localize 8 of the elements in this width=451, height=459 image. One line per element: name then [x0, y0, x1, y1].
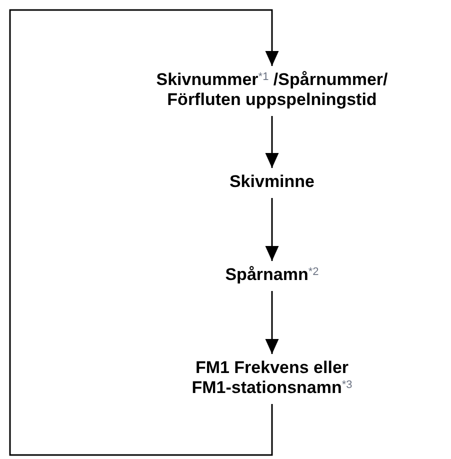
arrow — [9, 9, 279, 456]
step-label: Spårnamn$^{*2}$ — [224, 265, 320, 285]
arrow — [265, 291, 279, 354]
arrow — [265, 116, 279, 168]
step-label: Skivnummer$^{*1}$ /Spårnummer/ Förfluten uppspelningstid — [155, 70, 389, 110]
step-label: Skivminne — [228, 172, 316, 192]
arrow — [265, 198, 279, 261]
step-label: FM1 Frekvens eller FM1-stationsnamn$^{*3}$ — [190, 358, 354, 398]
